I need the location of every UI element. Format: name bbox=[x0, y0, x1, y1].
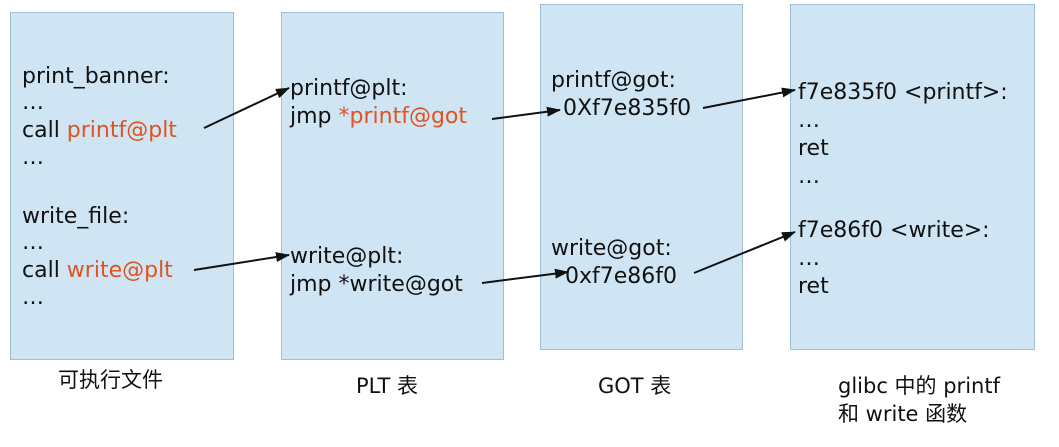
glibc-write-ret: ret bbox=[798, 274, 829, 299]
printf-got-ref: *printf@got bbox=[338, 104, 468, 129]
exec-line-ellipsis: … bbox=[22, 145, 44, 170]
arrow-call-printf-to-plt bbox=[203, 87, 290, 129]
call-keyword: call bbox=[22, 258, 67, 283]
exec-line-write-file: write_file: bbox=[22, 204, 130, 229]
caption-got: GOT 表 bbox=[598, 374, 672, 398]
caption-glibc-line1: glibc 中的 printf bbox=[838, 374, 1000, 398]
got-write-label: write@got: bbox=[551, 236, 672, 261]
plt-printf-label: printf@plt: bbox=[290, 76, 408, 101]
printf-plt-ref: printf@plt bbox=[66, 118, 177, 143]
glibc-write-ellipsis: … bbox=[798, 246, 820, 271]
caption-plt: PLT 表 bbox=[356, 374, 418, 398]
exec-line-call-printf: call printf@plt bbox=[22, 118, 177, 144]
got-printf-addr: 0Xf7e835f0 bbox=[563, 96, 692, 121]
plt-box bbox=[281, 12, 504, 360]
exec-line-call-write: call write@plt bbox=[22, 258, 173, 284]
arrow-got-printf-to-glibc bbox=[702, 87, 796, 109]
plt-printf-jmp: jmp *printf@got bbox=[290, 104, 467, 130]
arrow-plt-write-to-got bbox=[481, 268, 569, 284]
call-keyword: call bbox=[22, 118, 67, 143]
exec-line-ellipsis: … bbox=[22, 90, 44, 115]
caption-glibc-line2: 和 write 函数 bbox=[838, 402, 968, 426]
glibc-box bbox=[790, 4, 1035, 350]
got-write-addr: 0xf7e86f0 bbox=[565, 264, 678, 289]
glibc-printf-ellipsis: … bbox=[798, 108, 820, 133]
caption-executable: 可执行文件 bbox=[58, 368, 163, 392]
glibc-printf-ellipsis: … bbox=[798, 164, 820, 189]
arrow-call-write-to-plt bbox=[193, 252, 290, 271]
exec-line-ellipsis: … bbox=[22, 230, 44, 255]
exec-line-ellipsis: … bbox=[22, 285, 44, 310]
got-printf-label: printf@got: bbox=[551, 68, 676, 93]
exec-line-print-banner: print_banner: bbox=[22, 64, 170, 89]
glibc-write-header: f7e86f0 <write>: bbox=[798, 218, 990, 243]
arrow-plt-printf-to-got bbox=[491, 106, 561, 120]
executable-box bbox=[10, 12, 234, 360]
jmp-keyword: jmp bbox=[290, 104, 339, 129]
glibc-printf-ret: ret bbox=[798, 136, 829, 161]
got-box bbox=[540, 4, 743, 350]
write-plt-ref: write@plt bbox=[66, 258, 173, 283]
plt-write-jmp: jmp *write@got bbox=[290, 272, 463, 297]
glibc-printf-header: f7e835f0 <printf>: bbox=[798, 80, 1008, 105]
arrow-got-write-to-glibc bbox=[693, 231, 796, 274]
plt-write-label: write@plt: bbox=[290, 244, 404, 269]
